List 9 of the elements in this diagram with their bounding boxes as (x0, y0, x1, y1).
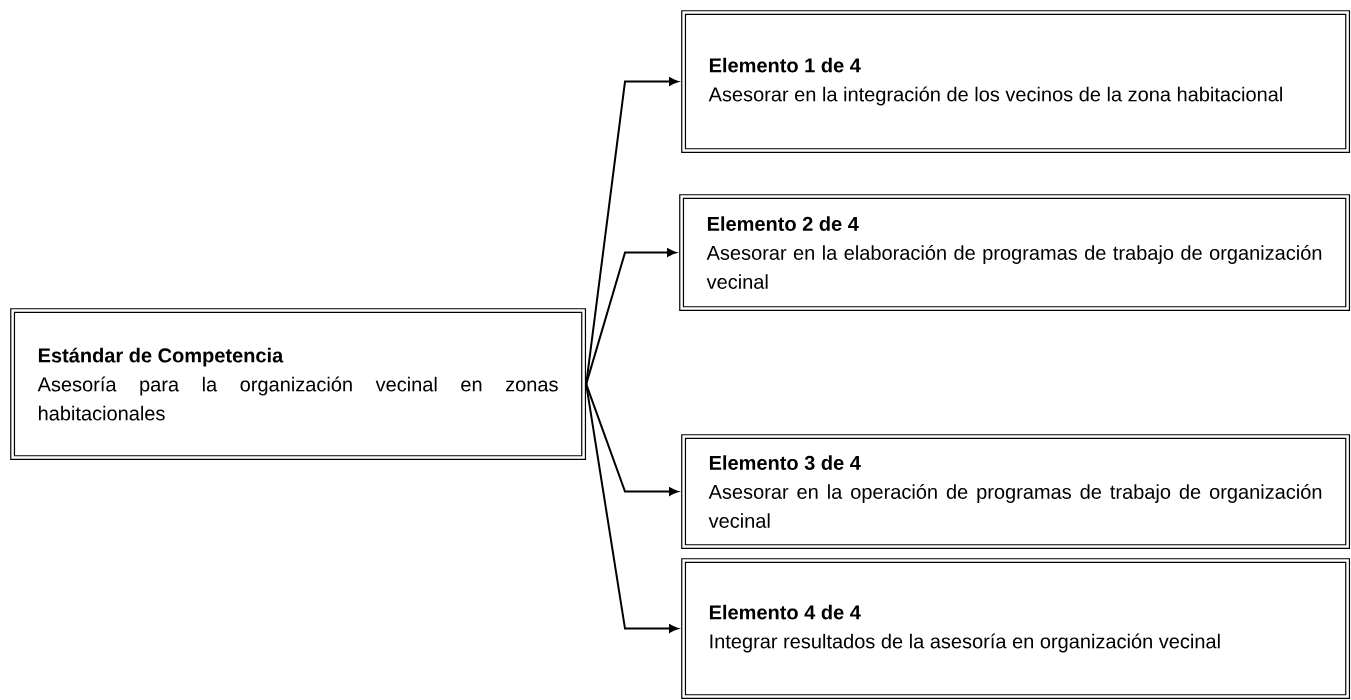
connector-arrow (585, 383, 679, 633)
text-box: Elemento 2 de 4 Asesorar en la elaboración de programas de trabajo de organización vecinal (679, 194, 1351, 312)
connector-arrow (585, 383, 679, 496)
text-box: Estándar de Competencia Asesoría para la organización vecinal en zonas habitacionales (10, 308, 587, 461)
text-box: Elemento 4 de 4 Integrar resultados de la asesoría en organización vecinal (681, 558, 1351, 700)
connector-arrow (585, 77, 679, 386)
connector-arrow (585, 248, 677, 386)
text-box: Elemento 3 de 4 Asesorar en la operación de programas de trabajo de organización vecinal (681, 434, 1351, 550)
text-box: Elemento 1 de 4 Asesorar en la integración de los vecinos de la zona habitacional (681, 10, 1351, 154)
